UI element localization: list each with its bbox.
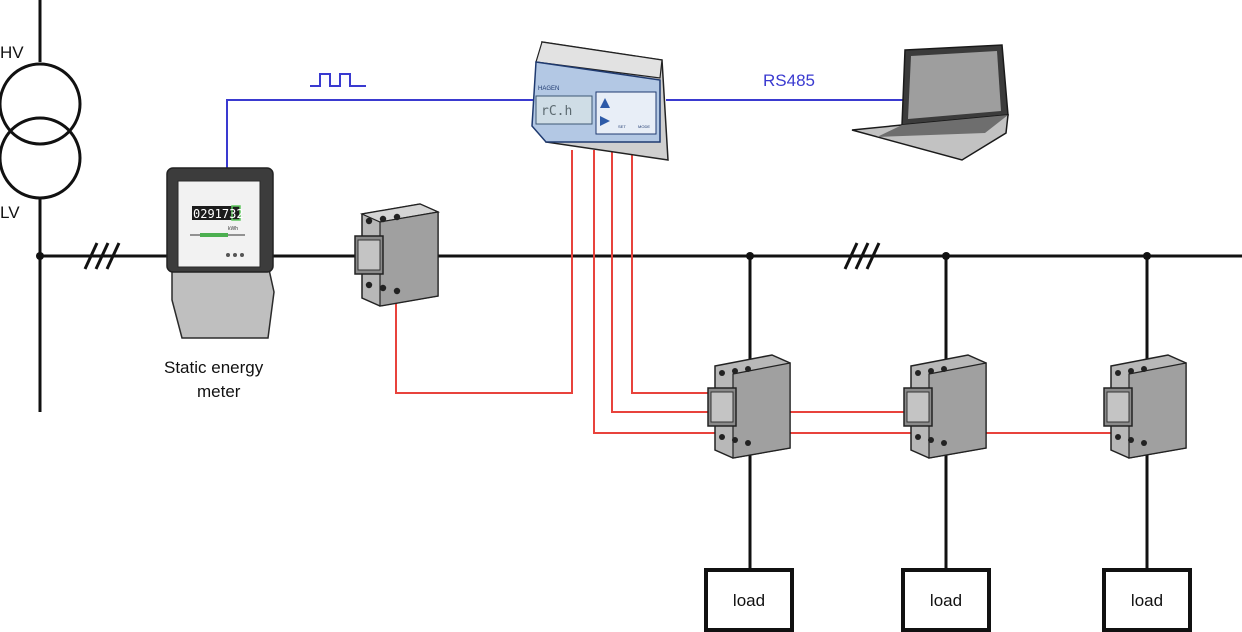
controller-mode-button[interactable]: MODE [638,124,650,129]
three-phase-marks-left [83,242,121,270]
controller-lcd-text: rC.h [541,104,572,119]
controller-up-button[interactable] [600,98,610,108]
branch-breaker-2 [903,354,987,459]
three-phase-marks-right [843,242,881,270]
meter-rotor-mark [200,233,228,237]
controller-lcd [535,95,593,125]
lv-winding-circle [0,116,82,200]
meter-counter-window [192,206,240,220]
laptop-computer [851,44,1009,161]
meter-symbols [226,253,244,257]
control-wire-4 [631,150,715,394]
control-wire-3 [611,150,715,413]
controller-set-button[interactable]: SET [618,124,626,129]
junction-dot [746,252,754,260]
control-wire-1 [395,150,573,394]
branch-breaker-1 [707,354,791,459]
hv-winding-circle [0,62,82,146]
meter-terminal-cover [171,264,275,339]
meter-counter-value: 0291732 [193,207,244,221]
load-box-3: load [1102,568,1192,632]
junction-dot [36,252,44,260]
load-box-2: load [901,568,991,632]
meter-counter-decimal [231,205,241,221]
controller-right-button[interactable] [600,116,610,126]
hv-label: HV [0,43,24,62]
load-label: load [733,591,765,610]
meter-caption-line2: meter [197,382,241,401]
load-box-1: load [704,568,794,632]
static-energy-meter: 0291732 kWh [166,167,275,339]
lv-label: LV [0,203,20,222]
pulse-output-line [226,99,538,174]
laptop-keyboard [877,115,1008,137]
power-lines [38,0,1242,570]
control-wire-2 [593,150,715,434]
junction-dot [942,252,950,260]
branch-breaker-3 [1103,354,1187,459]
meter-caption-line1: Static energy [164,358,264,377]
rs485-label: RS485 [763,71,815,90]
signal-lines [226,73,905,174]
load-controller-device: rC.h HAGEN SET MODE [531,41,669,161]
junction-dot [1143,252,1151,260]
transformer-symbol [0,62,82,200]
load-label: load [1131,591,1163,610]
pulse-waveform-icon [310,73,366,87]
breaker-screws [365,213,401,295]
load-label: load [930,591,962,610]
meter-faceplate [177,180,261,268]
laptop-screen [908,51,1001,119]
controller-brand: HAGEN [538,86,559,92]
junction-dots [36,252,1151,260]
control-wiring [395,150,1113,434]
meter-unit-label: kWh [228,226,238,232]
controller-button-panel [595,91,657,135]
main-circuit-breaker [354,203,441,307]
